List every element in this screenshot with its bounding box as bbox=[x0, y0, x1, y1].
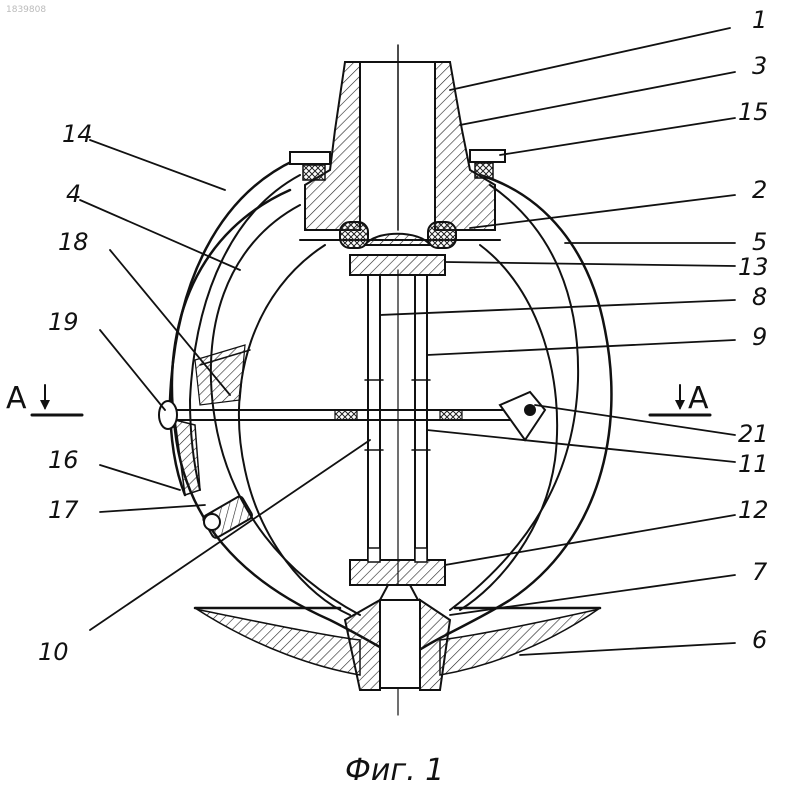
latch bbox=[202, 495, 253, 539]
callout-6: 6 bbox=[752, 626, 767, 654]
callout-21: 21 bbox=[738, 420, 769, 448]
callout-2: 2 bbox=[752, 176, 767, 204]
callout-9: 9 bbox=[752, 323, 767, 351]
callout-8: 8 bbox=[752, 283, 767, 311]
callout-13: 13 bbox=[738, 253, 769, 281]
callout-4: 4 bbox=[66, 180, 81, 208]
section-marker-right: A bbox=[650, 381, 710, 416]
svg-text:A: A bbox=[688, 381, 709, 416]
callout-10: 10 bbox=[38, 638, 69, 666]
callout-17: 17 bbox=[48, 496, 79, 524]
callout-16: 16 bbox=[48, 446, 79, 474]
callout-18: 18 bbox=[58, 228, 89, 256]
callout-15: 15 bbox=[738, 98, 769, 126]
callout-5: 5 bbox=[752, 228, 767, 256]
callout-19: 19 bbox=[48, 308, 79, 336]
svg-text:A: A bbox=[6, 381, 27, 416]
callout-12: 12 bbox=[738, 496, 769, 524]
hinge-bracket bbox=[500, 392, 545, 440]
callout-3: 3 bbox=[752, 52, 767, 80]
top-neck bbox=[290, 45, 505, 240]
callout-1: 1 bbox=[752, 6, 767, 34]
side-door bbox=[170, 160, 300, 495]
callout-11: 11 bbox=[738, 450, 769, 478]
figure-caption: Фиг. 1 bbox=[345, 753, 444, 788]
bottom-cone bbox=[195, 585, 600, 690]
callout-7: 7 bbox=[752, 558, 768, 586]
section-marker-left: A bbox=[6, 381, 82, 416]
image-id: 1839808 bbox=[6, 5, 46, 15]
callout-14: 14 bbox=[62, 120, 93, 148]
